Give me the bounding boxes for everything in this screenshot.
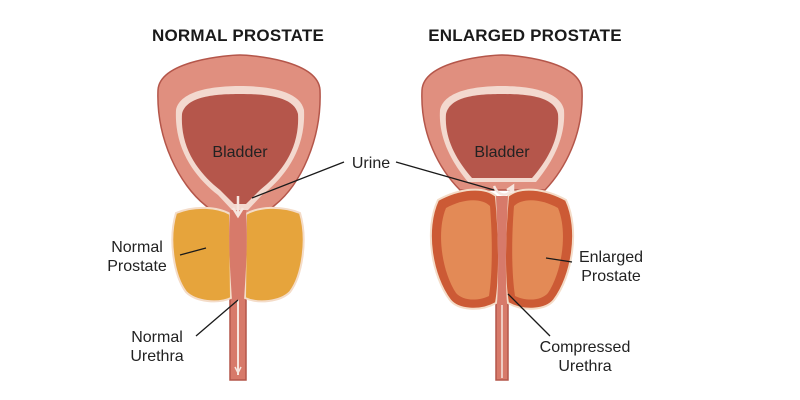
enlarged-prostate-leader [545, 257, 573, 263]
enlarged-anatomy [421, 54, 583, 381]
enlarged-prostate-title: ENLARGED PROSTATE [428, 26, 622, 45]
compressed-urethra-leader [507, 293, 551, 337]
normal-prostate-left-lobe [171, 206, 233, 303]
bladder-label-left: Bladder [212, 144, 268, 161]
normal-prostate-leader [179, 247, 207, 256]
urine-leader-right [395, 161, 495, 191]
normal-bladder-inner [181, 94, 299, 204]
urine-leader-left [251, 161, 345, 199]
bladder-label-right: Bladder [474, 144, 530, 161]
urine-flow-arrow [231, 196, 245, 219]
normal-urethra-leader [195, 299, 239, 337]
urine-label: Urine [351, 155, 391, 172]
leader-lines [179, 161, 573, 337]
normal-anatomy [157, 54, 321, 381]
normal-prostate-title: NORMAL PROSTATE [151, 26, 325, 45]
enlarged-bladder-inner [445, 94, 559, 178]
blocked-flow-arrow [492, 183, 515, 196]
normal-prostate-right-lobe [243, 206, 305, 303]
